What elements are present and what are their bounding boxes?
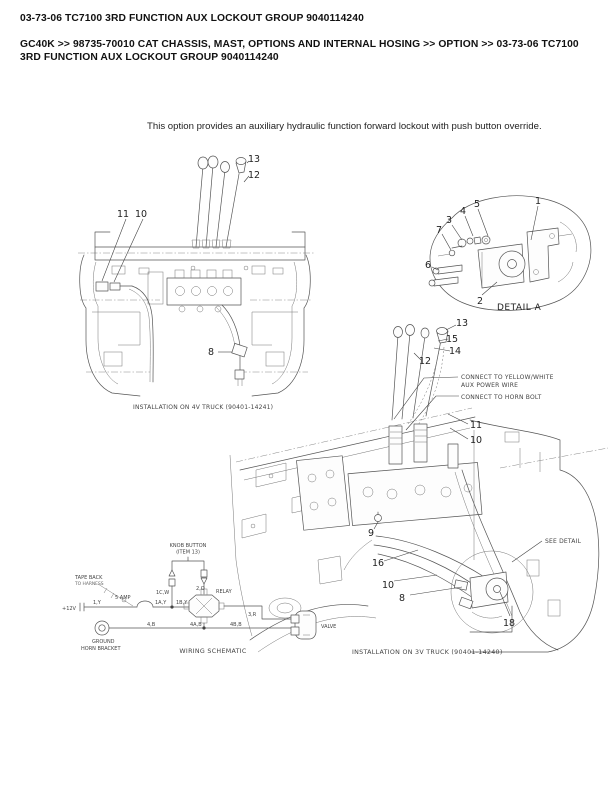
callout-11: 11	[117, 209, 129, 220]
callout-8: 8	[208, 347, 214, 358]
fig-4v-callouts: 13 12 11 10 8	[117, 154, 260, 358]
callout-14: 14	[449, 346, 461, 357]
wiring-schematic-caption: WIRING SCHEMATIC	[179, 648, 246, 655]
connect-aux-label-line2: AUX POWER WIRE	[461, 382, 518, 389]
tape-back-label-line2: TO HARNESS	[74, 581, 104, 587]
callout-16: 16	[372, 558, 384, 569]
callout-3: 3	[446, 215, 452, 226]
wire-4b: 4,B	[147, 622, 156, 628]
callout-2: 2	[477, 296, 483, 307]
callout-4: 4	[460, 206, 466, 217]
page-title: 03-73-06 TC7100 3RD FUNCTION AUX LOCKOUT…	[20, 13, 364, 24]
knob-button-label-line2: (ITEM 13)	[176, 550, 200, 556]
wiring-schematic-drawing	[79, 556, 317, 640]
callout-8: 8	[399, 593, 405, 604]
wire-2o: 2,O	[196, 586, 205, 592]
fig-3v-caption: INSTALLATION ON 3V TRUCK (90401-14240)	[352, 649, 503, 656]
wire-1cw: 1C,W	[156, 590, 169, 596]
callout-10: 10	[135, 209, 147, 220]
fig-3v-drawing	[229, 324, 609, 653]
fig-3v-callouts: 13 15 14 12 11 10 9 16 10 8 18	[368, 318, 515, 629]
breadcrumb: GC40K >> 98735-70010 CAT CHASSIS, MAST, …	[20, 39, 579, 64]
detail-a-callouts: 1 5 4 3 7 6 2	[425, 196, 541, 307]
connect-aux-label-line1: CONNECT TO YELLOW/WHITE	[461, 374, 554, 381]
wire-4bb: 4B,B	[230, 622, 242, 628]
fig-4v-drawing	[78, 155, 314, 397]
callout-13: 13	[248, 154, 260, 165]
wire-1y: 1,Y	[93, 600, 102, 606]
callout-6: 6	[425, 260, 431, 271]
tape-back-label-line1: TAPE BACK	[74, 575, 103, 581]
ground-label-line1: GROUND	[92, 639, 115, 645]
callout-9: 9	[368, 528, 374, 539]
detail-a-drawing	[428, 195, 592, 311]
callout-12: 12	[248, 170, 260, 181]
valve-label: VALVE	[321, 624, 336, 630]
fuse-label: 5 AMP	[115, 595, 131, 601]
callout-10a: 10	[470, 435, 482, 446]
callout-1: 1	[535, 196, 541, 207]
callout-12: 12	[419, 356, 431, 367]
supply-label: +12V	[62, 606, 77, 612]
fig-3v-labels: CONNECT TO YELLOW/WHITE AUX POWER WIRE C…	[461, 374, 582, 545]
wiring-schematic-labels: KNOB BUTTON (ITEM 13) TAPE BACK TO HARNE…	[62, 543, 336, 652]
callout-15: 15	[446, 334, 458, 345]
detail-a-caption: DETAIL A	[497, 303, 542, 313]
wire-1ay: 1A,Y	[155, 600, 167, 606]
callout-7: 7	[436, 225, 442, 236]
wire-3r: 3,R	[248, 612, 257, 618]
see-detail-label: SEE DETAIL	[545, 538, 582, 545]
callout-5: 5	[474, 199, 480, 210]
fig-4v-caption: INSTALLATION ON 4V TRUCK (90401-14241)	[133, 404, 273, 411]
callout-11: 11	[470, 420, 482, 431]
connect-horn-label: CONNECT TO HORN BOLT	[461, 394, 542, 401]
wire-1by: 1B,Y	[176, 600, 188, 606]
callout-10b: 10	[382, 580, 394, 591]
callout-13: 13	[456, 318, 468, 329]
callout-18: 18	[503, 618, 515, 629]
relay-label: RELAY	[216, 589, 233, 595]
knob-button-label-line1: KNOB BUTTON	[170, 543, 207, 549]
ground-label-line2: HORN BRACKET	[81, 646, 121, 652]
wire-4ab: 4A,B	[190, 622, 202, 628]
option-description: This option provides an auxiliary hydrau…	[147, 121, 542, 132]
